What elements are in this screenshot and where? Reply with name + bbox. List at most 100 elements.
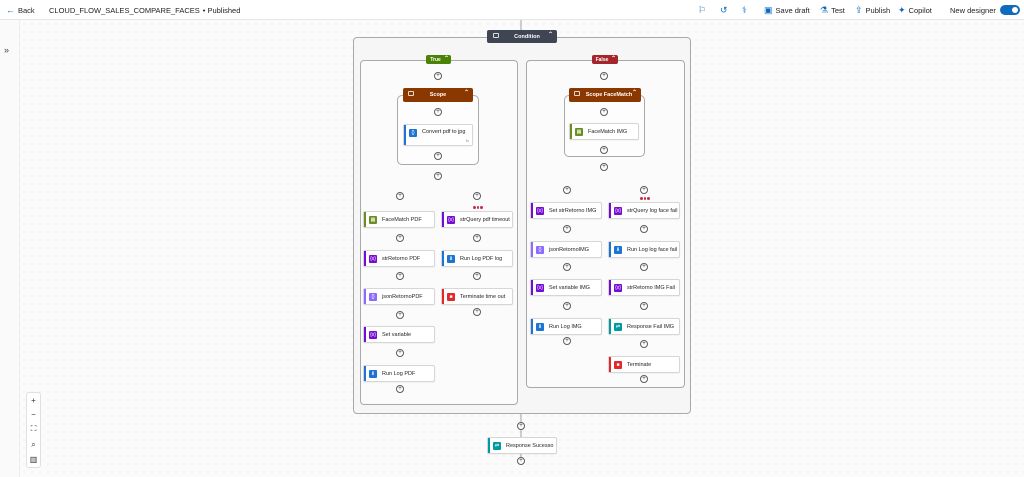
variable-icon: {x} (614, 284, 622, 292)
action-strquery-pdf-timeout[interactable]: {x} strQuery pdf timeout (441, 211, 513, 228)
false-chevron-icon[interactable]: ⌃ (610, 56, 616, 62)
parse-json-icon: {} (369, 293, 377, 301)
action-set-variable[interactable]: {x} Set variable (363, 326, 435, 343)
expression-hint: fx (465, 138, 469, 143)
action-run-log-img[interactable]: ⬇ Run Log IMG (530, 318, 602, 335)
add-action-button[interactable]: + (640, 225, 648, 233)
add-action-button[interactable]: + (473, 272, 481, 280)
minimap-icon[interactable]: ▥ (29, 455, 38, 465)
true-chevron-icon[interactable]: ⌃ (443, 56, 449, 62)
action-convert-pdf[interactable]: {} Convert pdf to jpg fx (403, 124, 473, 146)
action-jsonretornoimg[interactable]: {} jsonRetornoIMG (530, 241, 602, 258)
add-action-button[interactable]: + (396, 311, 404, 319)
variable-icon: {x} (536, 207, 544, 215)
add-action-button[interactable]: + (563, 186, 571, 194)
left-rail: » (0, 20, 20, 477)
action-response-fail-img[interactable]: ⇄ Response Fail IMG (608, 318, 680, 335)
action-strretorno-pdf[interactable]: {x} strRetorno PDF (363, 250, 435, 267)
health-button[interactable]: ⚕ (742, 0, 747, 20)
action-facematch-pdf[interactable]: ▦ FaceMatch PDF (363, 211, 435, 228)
add-action-button[interactable]: + (473, 192, 481, 200)
scope-chevron-icon[interactable]: ⌃ (631, 90, 637, 96)
add-action-button[interactable]: + (600, 146, 608, 154)
action-response-sucesso[interactable]: ⇄ Response Sucesso (487, 437, 557, 454)
action-set-strretorno-img[interactable]: {x} Set strRetorno IMG (530, 202, 602, 219)
zoom-in-icon[interactable]: + (31, 395, 36, 405)
response-icon: ⇄ (614, 323, 622, 331)
add-action-button[interactable]: + (640, 375, 648, 383)
add-action-button[interactable]: + (396, 349, 404, 357)
add-action-button[interactable]: + (640, 263, 648, 271)
copilot-button[interactable]: ✦ Copilot (898, 4, 932, 15)
add-action-button[interactable]: + (563, 337, 571, 345)
add-action-button[interactable]: + (473, 234, 481, 242)
save-draft-button[interactable]: ▣ Save draft (764, 4, 810, 15)
add-action-button[interactable]: + (473, 308, 481, 316)
accent-bar (570, 124, 572, 139)
fit-view-icon[interactable]: ⛶ (30, 424, 37, 434)
facematch-icon: ▦ (575, 128, 583, 136)
action-strquery-log-face-fail[interactable]: {x} strQuery log face fail (608, 202, 680, 219)
action-set-variable-img[interactable]: {x} Set variable IMG (530, 279, 602, 296)
action-facematch-img[interactable]: ▦ FaceMatch IMG (569, 123, 639, 140)
add-action-button[interactable]: + (434, 152, 442, 160)
scope-facematch-header[interactable]: Scope FaceMatch ⌃ (569, 88, 641, 102)
add-action-button[interactable]: + (563, 302, 571, 310)
add-action-button[interactable]: + (600, 163, 608, 171)
scope-header[interactable]: Scope ⌃ (403, 88, 473, 102)
add-action-button[interactable]: + (396, 385, 404, 393)
add-action-button[interactable]: + (434, 72, 442, 80)
add-action-button[interactable]: + (517, 422, 525, 430)
run-flow-icon: ⬇ (369, 370, 377, 378)
add-action-button[interactable]: + (563, 263, 571, 271)
add-action-button[interactable]: + (434, 172, 442, 180)
history-button[interactable]: ↺ (720, 0, 728, 20)
add-action-button[interactable]: + (600, 72, 608, 80)
false-branch-label[interactable]: False ⌃ (592, 55, 618, 64)
action-run-log-pdf-log[interactable]: ⬇ Run Log PDF log (441, 250, 513, 267)
action-terminate-time-out[interactable]: ■ Terminate time out (441, 288, 513, 305)
true-branch-label[interactable]: True ⌃ (426, 55, 451, 64)
add-action-button[interactable]: + (434, 108, 442, 116)
collapse-chevron-icon[interactable]: ⌃ (547, 32, 553, 38)
flask-icon: ⚗ (820, 4, 829, 15)
add-action-button[interactable]: + (396, 192, 404, 200)
parse-json-icon: {} (536, 246, 544, 254)
search-icon[interactable]: ⌕ (31, 439, 36, 449)
flow-checker-button[interactable]: ⚐ (698, 0, 706, 20)
test-button[interactable]: ⚗ Test (820, 4, 845, 15)
run-flow-icon: ⬇ (614, 246, 622, 254)
add-action-button[interactable]: + (396, 234, 404, 242)
expand-chevron-icon[interactable]: » (4, 45, 10, 55)
add-action-button[interactable]: + (640, 340, 648, 348)
add-action-button[interactable]: + (600, 108, 608, 116)
action-jsonretornopdf[interactable]: {} jsonRetornoPDF (363, 288, 435, 305)
back-button[interactable]: ← Back (6, 4, 35, 15)
add-action-button[interactable]: + (563, 225, 571, 233)
top-bar: ← Back CLOUD_FLOW_SALES_COMPARE_FACES • … (0, 0, 1024, 20)
flow-name: CLOUD_FLOW_SALES_COMPARE_FACES (49, 5, 200, 15)
add-action-button[interactable]: + (396, 272, 404, 280)
stethoscope-icon: ⚕ (742, 4, 747, 15)
copilot-icon: ✦ (898, 4, 906, 15)
condition-header[interactable]: Condition ⌃ (487, 30, 557, 43)
condition-icon (493, 33, 499, 38)
history-icon: ↺ (720, 4, 728, 15)
compose-icon: {} (409, 129, 417, 137)
scope-chevron-icon[interactable]: ⌃ (463, 90, 469, 96)
add-action-button[interactable]: + (640, 302, 648, 310)
action-strretorno-img-fail[interactable]: {x} strRetorno IMG Fail (608, 279, 680, 296)
zoom-out-icon[interactable]: − (31, 410, 36, 420)
run-flow-icon: ⬇ (447, 255, 455, 263)
canvas-controls: + − ⛶ ⌕ ▥ (26, 392, 41, 468)
scope-icon (574, 91, 580, 96)
publish-button[interactable]: ⇪ Publish (855, 4, 891, 15)
run-after-marker-icon (640, 197, 651, 201)
new-designer-toggle[interactable] (1000, 5, 1020, 15)
action-terminate[interactable]: ■ Terminate (608, 356, 680, 373)
action-run-log-pdf[interactable]: ⬇ Run Log PDF (363, 365, 435, 382)
variable-icon: {x} (447, 216, 455, 224)
add-action-button[interactable]: + (517, 457, 525, 465)
add-action-button[interactable]: + (640, 186, 648, 194)
action-run-log-log-face-fail[interactable]: ⬇ Run Log log face fail (608, 241, 680, 258)
